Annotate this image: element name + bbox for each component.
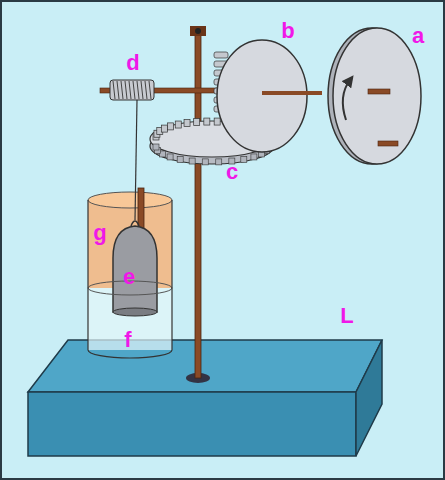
gear-tooth [167, 154, 173, 160]
part-label: e [123, 266, 135, 288]
coil-turn [133, 81, 135, 99]
beaker-bottom [88, 350, 172, 358]
connecting-axle [262, 91, 322, 95]
string [135, 100, 137, 220]
part-label: a [412, 25, 424, 47]
coil-turn [149, 81, 151, 99]
coil-turn [125, 81, 127, 99]
gear-tooth [161, 125, 167, 132]
peg [378, 141, 398, 146]
gear-tooth [177, 156, 183, 162]
bell-bottom [113, 308, 157, 316]
part-label: c [226, 161, 238, 183]
bell-hook [131, 221, 139, 226]
beaker-rim [88, 192, 172, 208]
gear-tooth [184, 120, 190, 127]
base-top [28, 340, 382, 392]
rod-cap-screw [195, 28, 201, 34]
gear-tooth [168, 123, 174, 130]
part-label: d [126, 52, 139, 74]
gear-tooth [189, 158, 195, 164]
part-label: f [124, 329, 131, 351]
rotation-arrow [343, 80, 350, 120]
gear-tooth [216, 159, 222, 165]
peg [368, 89, 390, 94]
gear-tooth [153, 144, 159, 150]
part-label: g [93, 222, 106, 244]
gear-tooth [241, 156, 247, 162]
vertical-rod [195, 28, 201, 378]
base-side [356, 340, 382, 456]
spool [110, 80, 154, 100]
spool-coil [113, 81, 151, 99]
coil-turn [145, 81, 147, 99]
beaker-wall [87, 200, 88, 350]
gear-tooth [214, 118, 220, 125]
gear-tooth [202, 159, 208, 165]
rod-cap [190, 26, 206, 36]
coil-turn [129, 81, 131, 99]
disk-a [333, 28, 421, 164]
part-label: b [281, 20, 294, 42]
coil-turn [121, 81, 123, 99]
pinion-tooth [214, 52, 228, 58]
coil-turn [113, 81, 115, 99]
gear-tooth [194, 119, 200, 126]
coil-turn [137, 81, 139, 99]
gear-tooth [175, 121, 181, 128]
beaker-wall [171, 200, 172, 350]
gear-tooth [204, 118, 210, 125]
coil-turn [141, 81, 143, 99]
disk-b [217, 40, 307, 152]
bell [113, 226, 157, 312]
base-front [28, 392, 356, 456]
coil-turn [117, 81, 119, 99]
gear-tooth [251, 154, 257, 160]
part-label: L [340, 305, 353, 327]
